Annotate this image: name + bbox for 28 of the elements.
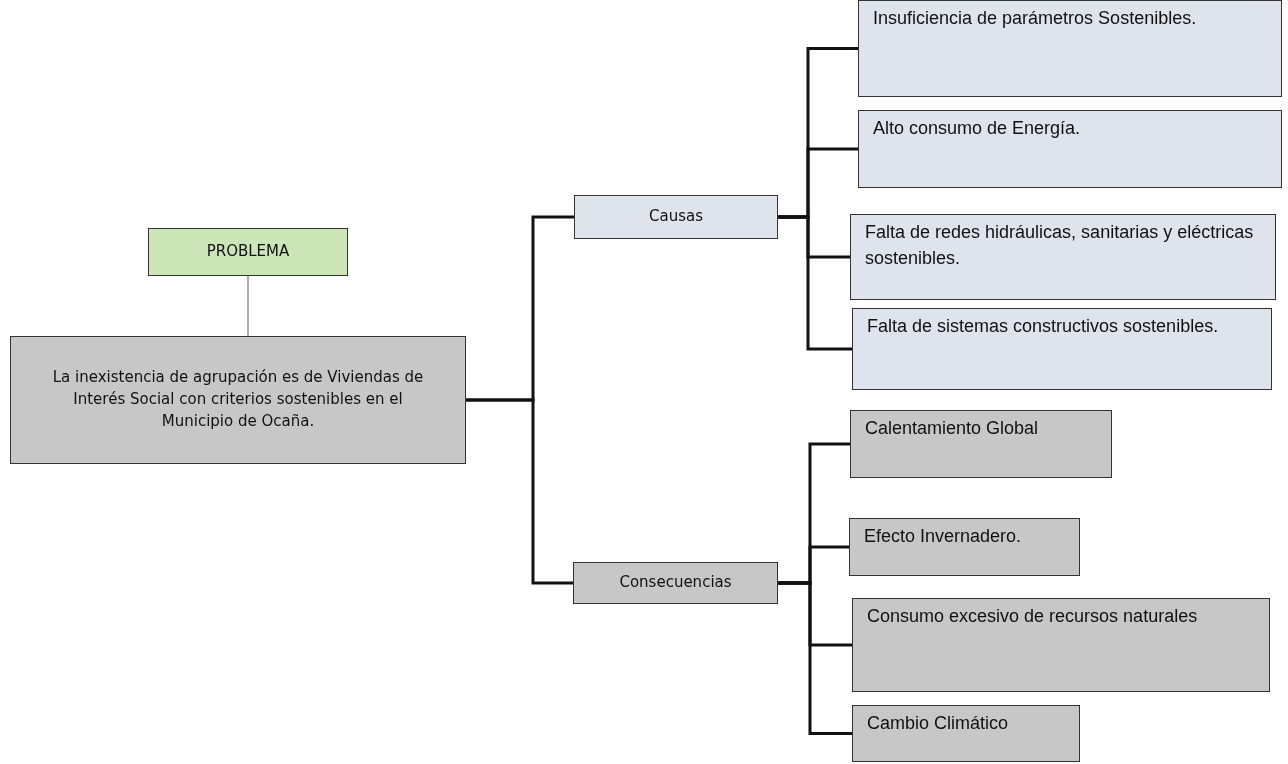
text-box [858, 110, 1282, 188]
node-text: Calentamiento Global [865, 417, 1039, 440]
connector-line [466, 398, 573, 585]
text-box [852, 598, 1270, 692]
node-text: Alto consumo de Energía. [873, 117, 1081, 140]
connector-line [247, 275, 249, 337]
node-text: Falta de redes hidráulicas, sanitarias y eléctricas sostenibles. [865, 221, 1255, 271]
node-text: PROBLEMA [206, 241, 290, 263]
text-box [852, 308, 1272, 390]
node-text: Causas [649, 206, 703, 228]
connector-line [778, 215, 852, 351]
node-text: Falta de sistemas constructivos sostenibles. [867, 315, 1220, 338]
text-box [852, 705, 1080, 762]
text-box [858, 0, 1282, 97]
title-box [148, 228, 348, 276]
text-box [573, 562, 778, 604]
node-text: La inexistencia de agrupación es de Viviendas de Interés Social con criterios sostenibles en el Municipio de Ocaña. [51, 367, 425, 432]
connector-line [778, 581, 852, 735]
text-box [10, 336, 466, 464]
text-box [574, 195, 778, 239]
node-text: Cambio Climático [867, 712, 1009, 735]
text-box [849, 518, 1080, 576]
node-text: Consumo excesivo de recursos naturales [867, 605, 1198, 628]
text-box [850, 410, 1112, 478]
text-box [850, 214, 1276, 300]
node-text: Insuficiencia de parámetros Sostenibles. [873, 7, 1198, 30]
node-text: Consecuencias [619, 572, 732, 594]
node-text: Efecto Invernadero. [864, 525, 1022, 548]
